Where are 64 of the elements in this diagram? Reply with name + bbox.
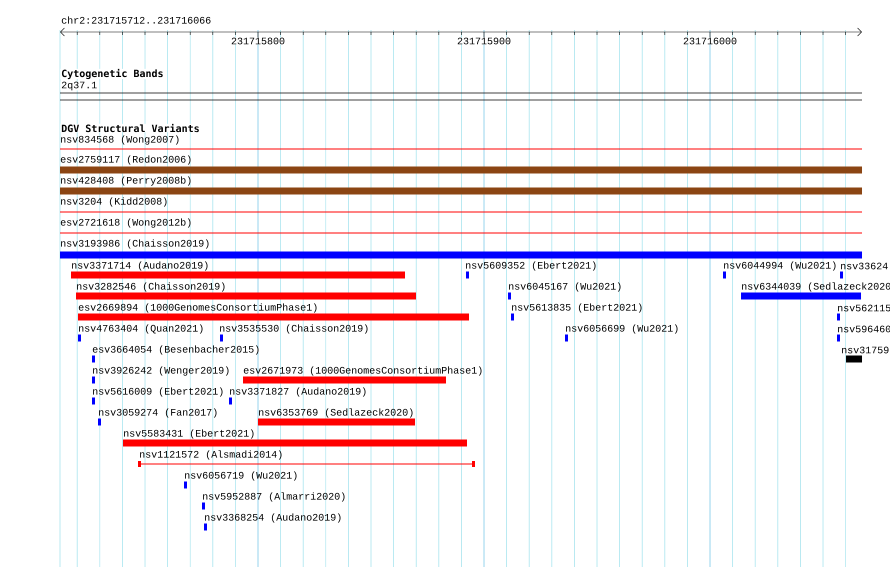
node-label: nsv5609352 (Ebert2021) — [466, 261, 596, 271]
band-name: 2q37.1 — [60, 82, 98, 90]
node-label: nsv3371827 (Audano2019) — [230, 387, 366, 397]
node-label: esv3664054 (Besenbacher2015) — [92, 345, 259, 355]
variant-bar: nsv5583431 (Ebert2021) — [123, 429, 467, 446]
variant-span: nsv1121572 (Alsmadi2014) — [138, 450, 476, 467]
node-label: nsv5616009 (Ebert2021) — [93, 387, 223, 397]
variant-bar: nsv3193986 (Chaisson2019) — [60, 239, 862, 258]
node-label: nsv4763404 (Quan2021) — [79, 324, 203, 334]
variant-line: nsv3204 (Kidd2008) — [60, 197, 863, 212]
node-label: nsv5583431 (Ebert2021) — [124, 429, 254, 439]
node-label: nsv3926242 (Wenger2019) — [93, 366, 229, 376]
node-label: nsv3193986 (Chaisson2019) — [61, 239, 209, 249]
node-label: nsv33624 — [841, 262, 888, 270]
node-label: nsv31759 — [842, 346, 889, 354]
variant-bar: nsv33624 — [840, 262, 888, 278]
node-label: nsv3371714 (Audano2019) — [72, 261, 208, 271]
variant-bar: esv2669894 (1000GenomesConsortiumPhase1) — [78, 303, 469, 320]
node-label: nsv3282546 (Chaisson2019) — [77, 282, 225, 292]
tick-label: 231715800 — [230, 38, 286, 44]
node-label: nsv6056699 (Wu2021) — [566, 324, 678, 334]
variant-bar: nsv3059274 (Fan2017) — [98, 408, 217, 426]
variant-bar: nsv6056699 (Wu2021) — [565, 324, 678, 342]
node-label: nsv6045167 (Wu2021) — [509, 282, 621, 292]
variant-bar: esv2759117 (Redon2006) — [60, 155, 862, 174]
node-label: nsv428408 (Perry2008b) — [61, 176, 191, 186]
track-title: DGV Structural Variants — [60, 124, 201, 132]
variant-bar: nsv428408 (Perry2008b) — [60, 176, 862, 194]
variant-bar: nsv6353769 (Sedlazeck2020) — [258, 408, 415, 426]
node-label: nsv5952887 (Almarri2020) — [203, 492, 345, 502]
node-label: nsv3059274 (Fan2017) — [99, 408, 217, 418]
variant-line: esv2721618 (Wong2012b) — [60, 218, 863, 234]
node-label: nsv5613835 (Ebert2021) — [512, 303, 642, 313]
variant-bar: nsv6044994 (Wu2021) — [723, 261, 836, 278]
variant-bar: nsv3535530 (Chaisson2019) — [220, 324, 368, 342]
node-label: esv2671973 (1000GenomesConsortiumPhase1) — [244, 366, 482, 376]
variant-bar: nsv6056719 (Wu2021) — [184, 471, 297, 488]
variant-bar: nsv5613835 (Ebert2021) — [511, 303, 642, 320]
variant-bar: nsv3368254 (Audano2019) — [204, 513, 341, 530]
variant-bar: nsv3926242 (Wenger2019) — [92, 366, 229, 384]
node-label: esv2669894 (1000GenomesConsortiumPhase1) — [78, 303, 317, 313]
node-label: nsv6044994 (Wu2021) — [724, 261, 836, 271]
title-text: chr2:231715712..231716066 — [60, 16, 212, 24]
variant-bar: nsv5609352 (Ebert2021) — [466, 261, 596, 278]
variant-bar: nsv3282546 (Chaisson2019) — [76, 282, 416, 300]
variant-bar: nsv4763404 (Quan2021) — [78, 324, 203, 342]
variant-bar: nsv3371714 (Audano2019) — [71, 261, 405, 278]
variant-bar: esv3664054 (Besenbacher2015) — [92, 345, 259, 362]
node-label: nsv3535530 (Chaisson2019) — [220, 324, 368, 334]
variant-bar: nsv6045167 (Wu2021) — [508, 282, 621, 300]
variant-line: nsv834568 (Wong2007) — [60, 135, 863, 150]
node-label: nsv3368254 (Audano2019) — [205, 513, 341, 523]
variant-bar: nsv5616009 (Ebert2021) — [92, 387, 223, 404]
node-label: nsv6056719 (Wu2021) — [185, 471, 297, 481]
node-label: esv2759117 (Redon2006) — [60, 155, 191, 165]
node-label: nsv1121572 (Alsmadi2014) — [140, 450, 282, 460]
variant-bar: nsv3371827 (Audano2019) — [229, 387, 366, 404]
node-label: nsv6353769 (Sedlazeck2020) — [259, 408, 413, 418]
variant-bar: nsv31759 — [842, 346, 889, 362]
variant-bar: nsv5952887 (Almarri2020) — [202, 492, 345, 510]
tick-label: 231716000 — [682, 38, 738, 44]
variant-bar: esv2671973 (1000GenomesConsortiumPhase1) — [243, 366, 482, 384]
tick-label: 231715900 — [456, 38, 512, 44]
track-title: Cytogenetic Bands — [60, 68, 165, 80]
